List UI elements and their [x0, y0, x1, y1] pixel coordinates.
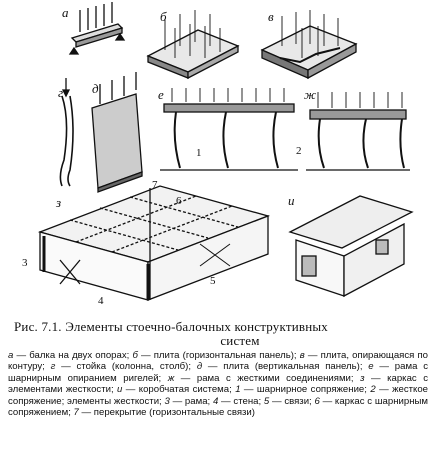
label-zh: ж [304, 87, 317, 102]
column-drawing [59, 78, 74, 187]
legend-key: 2 [370, 384, 376, 396]
callout-2: 2 [296, 145, 302, 157]
callout-1: 1 [196, 147, 202, 159]
label-b: б [160, 9, 167, 24]
legend-key: а [8, 350, 14, 361]
label-z: з [56, 195, 62, 210]
legend-text: — стойка (колонна, столб); [55, 361, 197, 373]
legend-text: — балка на двух опорах; [13, 350, 133, 361]
vertical-panel-drawing [91, 72, 143, 193]
legend-key: г [50, 361, 56, 373]
legend-text: — перекрытие (горизонтальные связи) [78, 407, 255, 419]
legend-text: — плита (горизонтальная панель); [137, 350, 300, 361]
caption-line-2: систем [220, 333, 260, 348]
legend-text: — каркас с элементами жесткости; [8, 372, 428, 396]
figure-drawing: а б в г д е ж з и 1 2 3 4 5 6 7 [22, 2, 414, 307]
legend-key: 1 [235, 384, 241, 396]
label-a: а [62, 5, 69, 20]
callout-5: 5 [210, 275, 216, 287]
legend-key: е [368, 361, 374, 373]
legend-text: — коробчатая система; [122, 384, 236, 396]
legend-text: — связи; [269, 395, 315, 407]
legend-key: ж [167, 372, 175, 384]
label-v: в [268, 9, 274, 24]
legend-key: б [132, 350, 138, 361]
legend-key: 7 [73, 407, 79, 419]
caption-line-1: Рис. 7.1. Элементы стоечно-балочных конс… [14, 319, 328, 334]
label-g: г [58, 85, 64, 100]
legend-key: з [360, 372, 365, 384]
label-e: е [158, 87, 164, 102]
legend-text: — каркас с шарнирным сопряжением; [8, 395, 429, 419]
legend-text: — стена; [218, 395, 264, 407]
legend-text: — рама; [169, 395, 213, 407]
braced-frame-drawing [37, 185, 271, 301]
figure-caption: Рис. 7.1. Элементы стоечно-балочных конс… [14, 320, 426, 348]
callout-3: 3 [22, 257, 28, 269]
figure-legend: а — балка на двух опорах; б — плита (гор… [8, 350, 428, 418]
structural-illustrations [37, 2, 414, 301]
legend-key: и [117, 384, 123, 396]
legend-key: 6 [314, 395, 320, 407]
beam-drawing [68, 2, 126, 55]
legend-text: — плита (вертикальная панель); [202, 361, 369, 373]
horizontal-slab-drawing [146, 10, 240, 80]
callout-4: 4 [98, 295, 104, 307]
hinged-frame-drawing [160, 88, 298, 171]
label-i: и [288, 193, 295, 208]
legend-text: — рама с жесткими соединениями; [174, 372, 361, 384]
legend-text: — плита, опирающаяся по контуру; [8, 350, 429, 373]
legend-key: 5 [263, 395, 270, 407]
legend-text: — жесткое сопряжение; элементы жесткости… [8, 384, 429, 407]
contour-slab-drawing [260, 10, 358, 80]
legend-key: в [299, 350, 305, 361]
label-d: д [92, 81, 99, 96]
legend-text: — шарнирное сопряжение; [240, 384, 371, 396]
legend-key: д [196, 361, 203, 373]
box-system-drawing [288, 195, 414, 298]
legend-text: — рама с шарнирным опиранием ригелей; [8, 361, 428, 384]
legend-key: 4 [212, 395, 219, 407]
callout-6: 6 [176, 195, 182, 207]
rigid-frame-drawing [306, 92, 410, 171]
legend-key: 3 [164, 395, 170, 407]
callout-7: 7 [152, 179, 158, 191]
